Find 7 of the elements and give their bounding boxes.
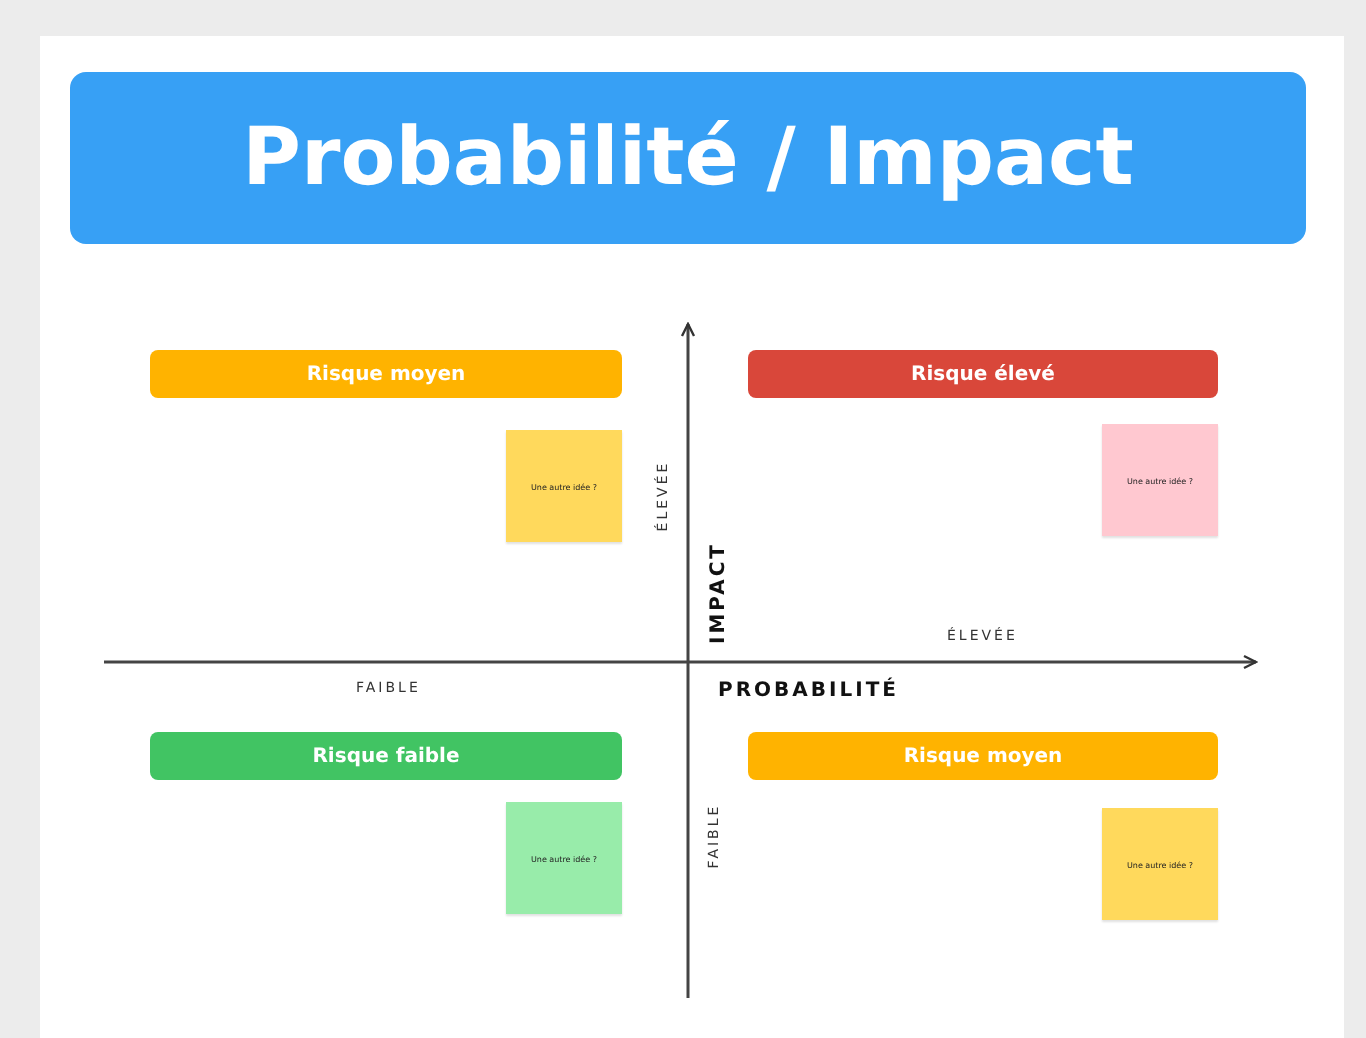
axis-title: PROBABILITÉ [718, 679, 899, 701]
title-banner: Probabilité / Impact [70, 72, 1306, 244]
axis-title: IMPACT [707, 541, 729, 643]
quadrant-header: Risque moyen [150, 350, 622, 398]
quadrant-header: Risque faible [150, 732, 622, 780]
quadrant-header: Risque moyen [748, 732, 1218, 780]
quadrant-header: Risque élevé [748, 350, 1218, 398]
